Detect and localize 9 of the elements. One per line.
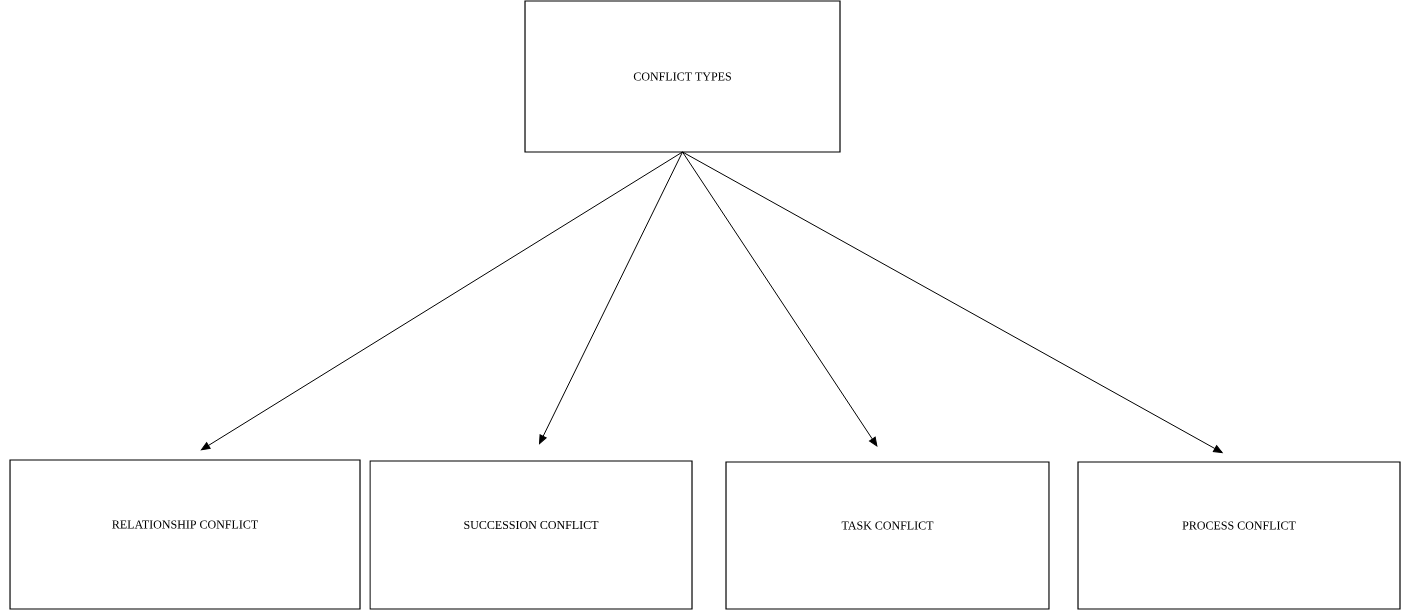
box: SUCCESSION CONFLICT [369, 460, 693, 610]
arrow [200, 151, 683, 451]
box: CONFLICT TYPES [524, 0, 841, 153]
arrow [682, 151, 1223, 454]
arrow [682, 151, 878, 447]
box: RELATIONSHIP CONFLICT [9, 459, 361, 610]
arrow [539, 151, 683, 445]
box: PROCESS CONFLICT [1077, 461, 1401, 610]
box: TASK CONFLICT [725, 461, 1050, 610]
